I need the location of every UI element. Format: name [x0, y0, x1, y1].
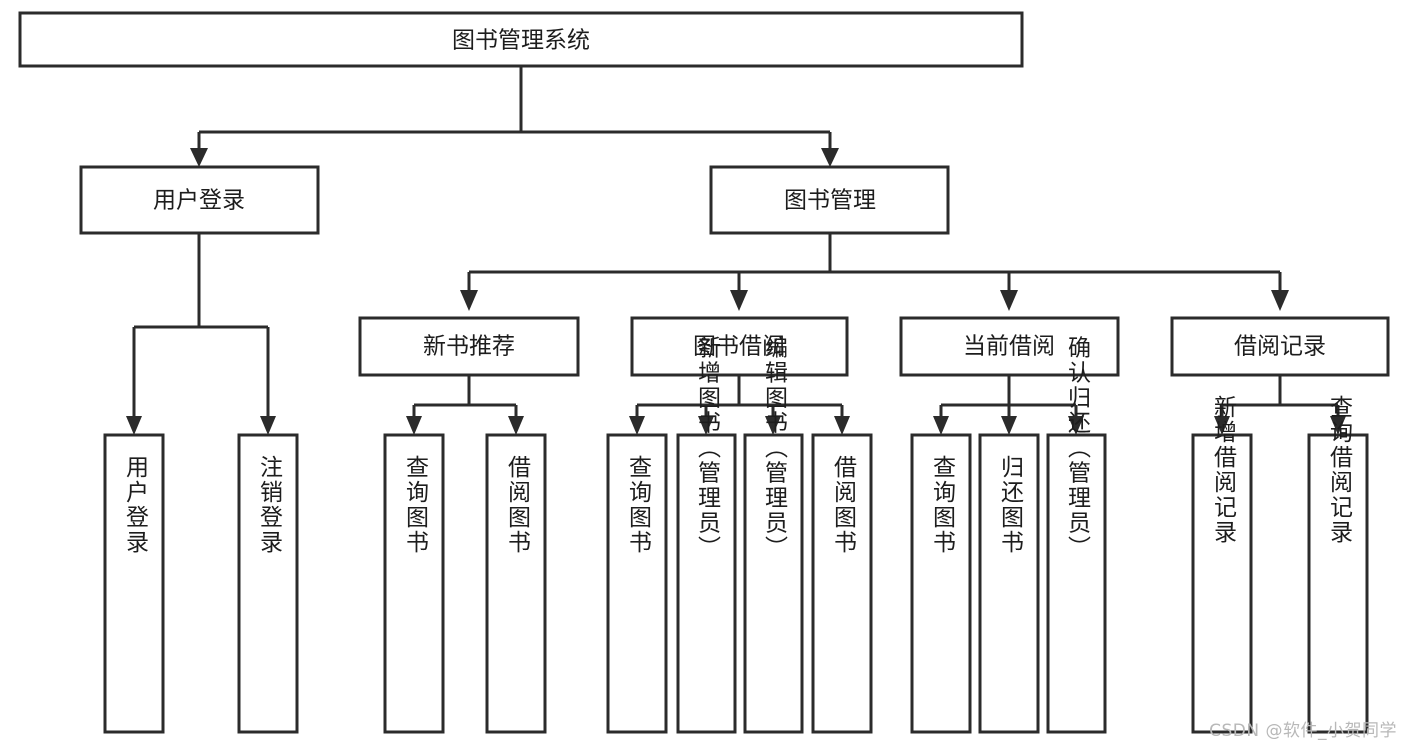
node-current-borrow-box[interactable] [899, 316, 1120, 377]
leaf-user-logout-box[interactable] [237, 433, 299, 734]
leaf-bookborrow-add-book-box[interactable] [676, 433, 737, 734]
leaf-record-query[interactable]: 查询借阅记录 [1307, 395, 1369, 734]
leaf-newbook-borrow-book-box[interactable] [485, 433, 547, 734]
leaf-user-login-label: 用户登录 [122, 455, 150, 555]
leaf-currentborrow-return-book-box[interactable] [978, 433, 1040, 734]
leaf-record-add[interactable]: 新增借阅记录 [1191, 395, 1253, 734]
leaf-bookborrow-borrow-book-label: 借阅图书 [830, 455, 858, 555]
node-user-login-box[interactable] [79, 165, 320, 235]
leaf-currentborrow-return-book[interactable]: 归还图书 [978, 433, 1040, 734]
arrow-head-user-login-leaf2 [260, 416, 276, 435]
node-user-login-label: 用户登录 [153, 188, 245, 214]
arrow-head-book-borrow-leaf4 [834, 416, 850, 435]
leaf-bookborrow-edit-book[interactable]: 编辑图书（管理员） [743, 336, 804, 734]
arrow-head-current-borrow-leaf3 [1068, 416, 1084, 435]
node-borrow-record-label: 借阅记录 [1234, 334, 1326, 360]
leaf-currentborrow-confirm-return-box[interactable] [1046, 433, 1107, 734]
leaf-currentborrow-confirm-return[interactable]: 确认归还（管理员） [1046, 336, 1107, 734]
leaf-bookborrow-query-book-box[interactable] [606, 433, 668, 734]
node-current-borrow-label: 当前借阅 [963, 334, 1055, 360]
leaf-currentborrow-query-book[interactable]: 查询图书 [910, 433, 972, 734]
node-book-management-label: 图书管理 [784, 188, 876, 214]
leaf-bookborrow-add-book[interactable]: 新增图书（管理员） [676, 336, 737, 734]
leaf-currentborrow-query-book-label: 查询图书 [929, 455, 957, 555]
leaf-bookborrow-query-book-label: 查询图书 [625, 455, 653, 555]
leaf-bookborrow-borrow-book-box[interactable] [811, 433, 873, 734]
arrow-head-borrow-record [1271, 290, 1289, 311]
node-root-label: 图书管理系统 [452, 28, 590, 54]
leaf-user-logout[interactable]: 注销登录 [237, 433, 299, 734]
node-book-borrow-box[interactable] [630, 316, 849, 377]
leaf-bookborrow-add-book-label: 新增图书（管理员） [694, 336, 722, 561]
node-user-login[interactable]: 用户登录 [79, 165, 320, 235]
leaf-newbook-query-book-label: 查询图书 [402, 455, 430, 555]
leaf-newbook-borrow-book[interactable]: 借阅图书 [485, 433, 547, 734]
leaf-currentborrow-return-book-label: 归还图书 [997, 455, 1025, 555]
leaf-user-logout-label: 注销登录 [256, 455, 284, 555]
node-new-book-recommend-box[interactable] [358, 316, 580, 377]
arrow-head-new-book [460, 290, 478, 311]
leaf-record-query-box[interactable] [1307, 433, 1369, 734]
node-book-management-box[interactable] [709, 165, 950, 235]
arrow-head-user-login [190, 148, 208, 167]
arrow-head-current-borrow [1000, 290, 1018, 311]
arrow-head-current-borrow-leaf2 [1001, 416, 1017, 435]
arrow-head-book-borrow [730, 290, 748, 311]
leaf-newbook-query-book[interactable]: 查询图书 [383, 433, 445, 734]
leaf-record-query-label: 查询借阅记录 [1326, 395, 1354, 545]
leaf-bookborrow-query-book[interactable]: 查询图书 [606, 433, 668, 734]
leaf-newbook-borrow-book-label: 借阅图书 [504, 455, 532, 555]
leaf-bookborrow-edit-book-box[interactable] [743, 433, 804, 734]
leaf-user-login-box[interactable] [103, 433, 165, 734]
connector-layer [126, 66, 1346, 435]
arrow-head-user-login-leaf1 [126, 416, 142, 435]
leaf-record-add-label: 新增借阅记录 [1210, 395, 1238, 545]
node-new-book-recommend-label: 新书推荐 [423, 334, 515, 360]
leaf-newbook-query-book-box[interactable] [383, 433, 445, 734]
leaf-bookborrow-borrow-book[interactable]: 借阅图书 [811, 433, 873, 734]
node-book-borrow[interactable]: 图书借阅 [630, 316, 849, 377]
node-borrow-record[interactable]: 借阅记录 [1170, 316, 1390, 377]
node-book-borrow-label: 图书借阅 [693, 334, 785, 360]
arrow-head-current-borrow-leaf1 [933, 416, 949, 435]
arrow-head-new-book-leaf1 [406, 416, 422, 435]
arrow-head-book-borrow-leaf1 [629, 416, 645, 435]
leaf-bookborrow-edit-book-label: 编辑图书（管理员） [761, 336, 789, 561]
node-root-box[interactable] [18, 11, 1024, 68]
leaf-user-login[interactable]: 用户登录 [103, 433, 165, 734]
node-book-management[interactable]: 图书管理 [709, 165, 950, 235]
node-borrow-record-box[interactable] [1170, 316, 1390, 377]
node-new-book-recommend[interactable]: 新书推荐 [358, 316, 580, 377]
node-current-borrow[interactable]: 当前借阅 [899, 316, 1120, 377]
arrow-head-book-borrow-leaf3 [765, 416, 781, 435]
leaf-currentborrow-confirm-return-label: 确认归还（管理员） [1064, 336, 1092, 561]
leaf-currentborrow-query-book-box[interactable] [910, 433, 972, 734]
arrow-head-borrow-record-leaf1 [1214, 416, 1230, 435]
leaf-record-add-box[interactable] [1191, 433, 1253, 734]
arrow-head-book-mgmt [821, 148, 839, 167]
node-root[interactable]: 图书管理系统 [18, 11, 1024, 68]
arrow-head-borrow-record-leaf2 [1330, 416, 1346, 435]
arrow-head-book-borrow-leaf2 [698, 416, 714, 435]
arrow-head-new-book-leaf2 [508, 416, 524, 435]
